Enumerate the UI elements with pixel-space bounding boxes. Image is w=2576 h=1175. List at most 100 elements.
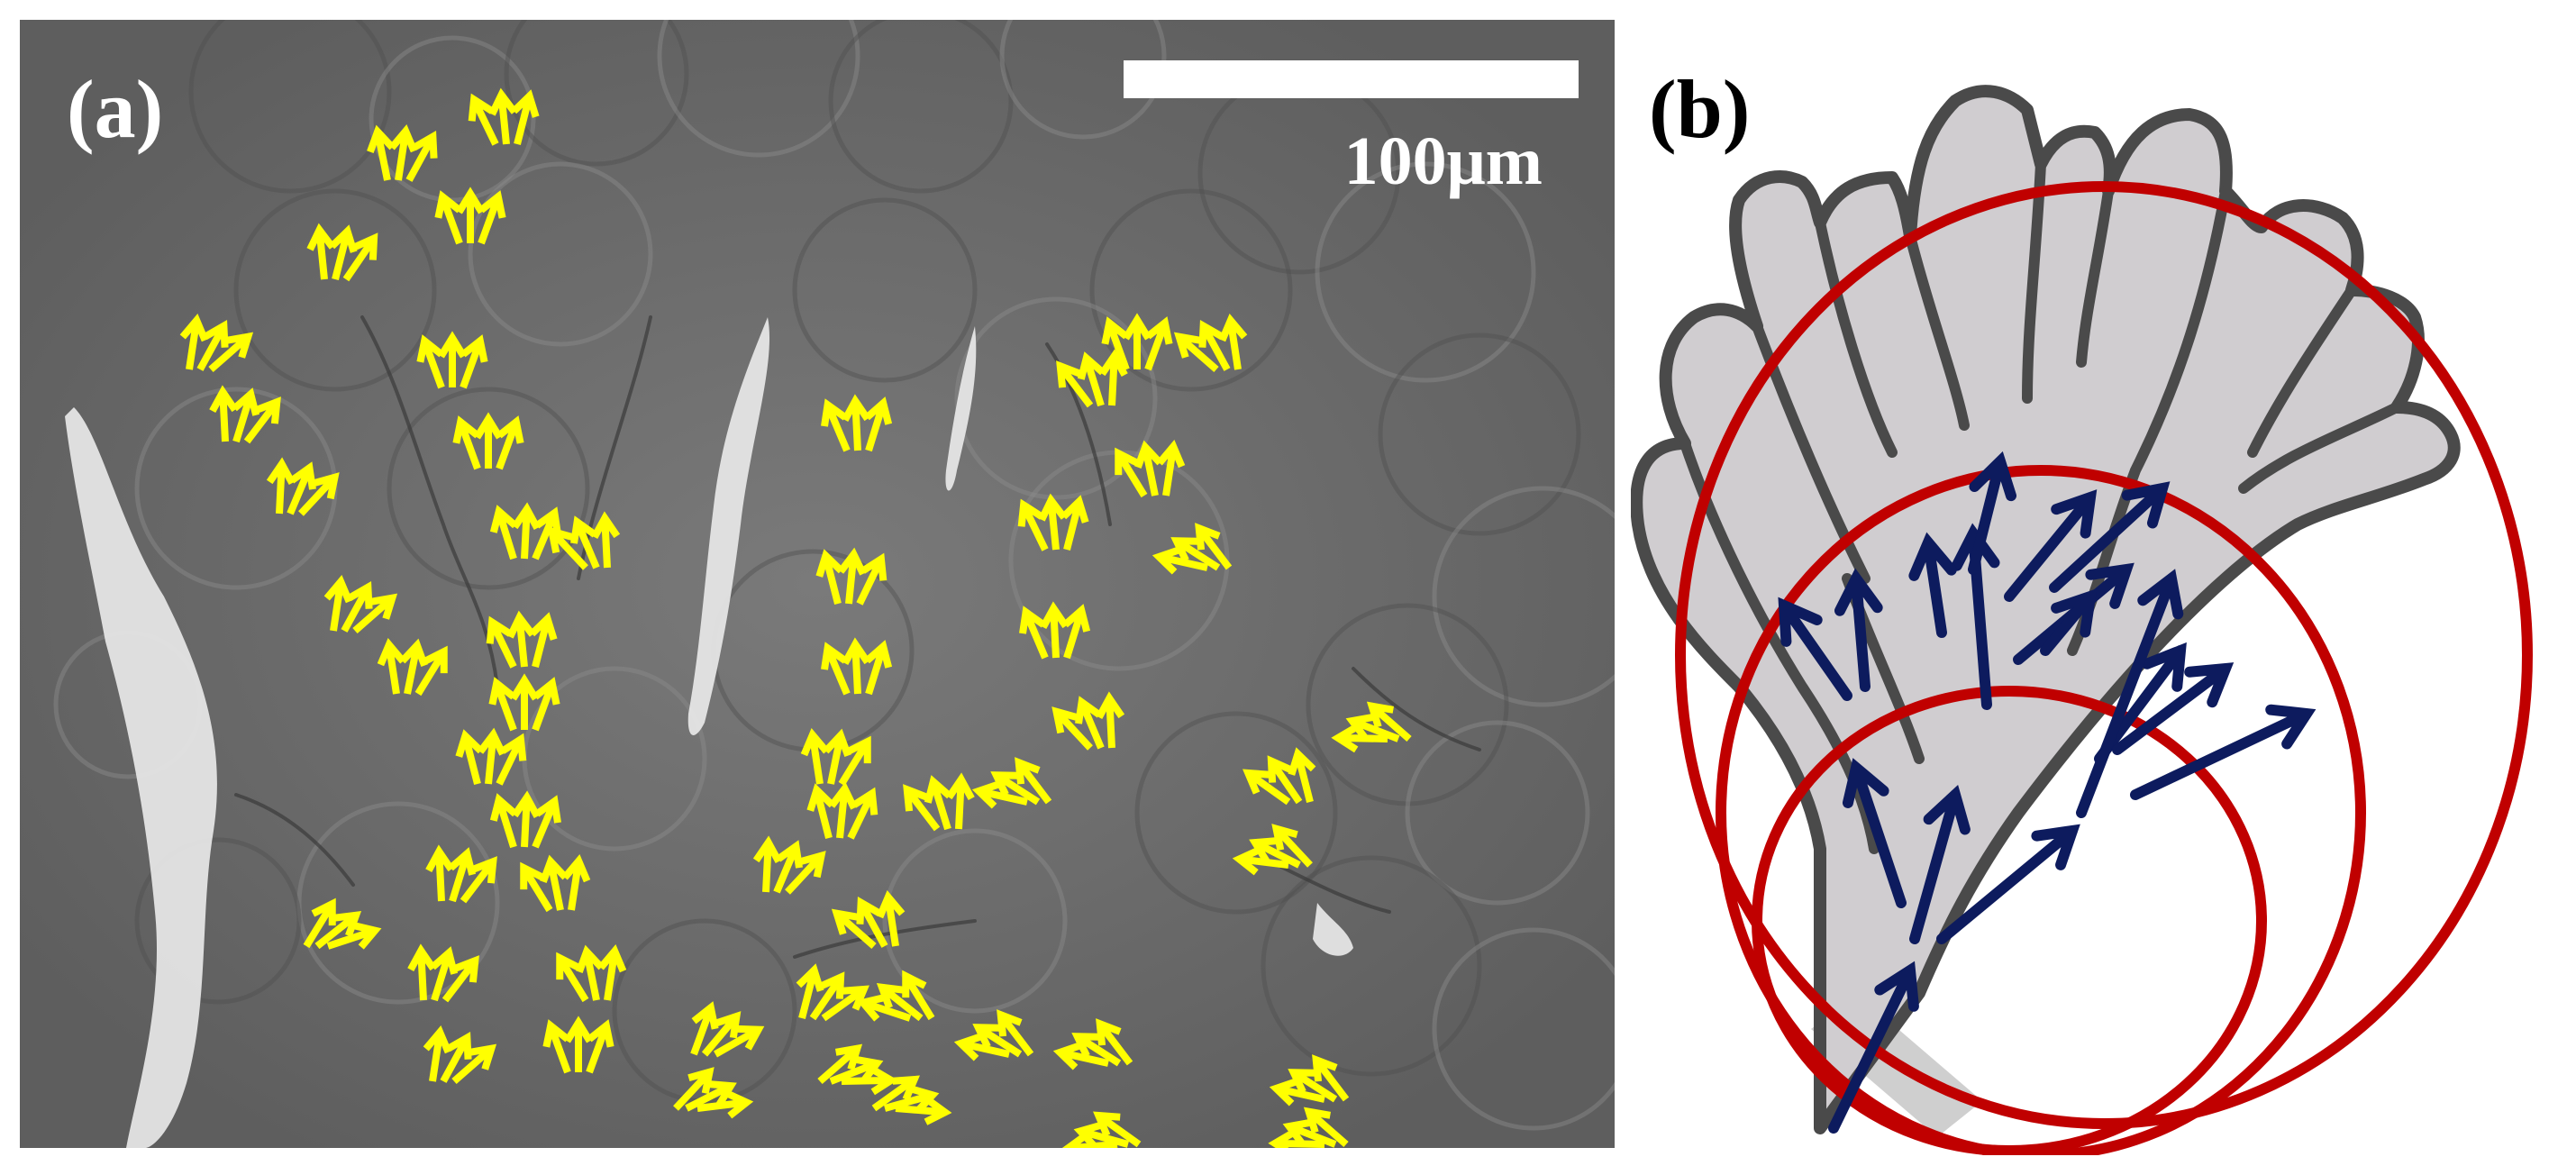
- yellow-arrow: [823, 728, 851, 785]
- panel-label-a: (a): [67, 63, 163, 155]
- red-circles: [1675, 181, 2533, 1155]
- yellow-arrow: [945, 772, 975, 830]
- yellow-arrow: [597, 944, 627, 1001]
- grain-lobe: [657, 20, 860, 158]
- navy-arrow: [2112, 662, 2235, 755]
- boundary-3: [1905, 231, 1970, 431]
- yellow-arrow: [1271, 824, 1313, 868]
- yellow-arrow: [460, 856, 497, 904]
- crack-line: [1279, 865, 1391, 914]
- yellow-arrow: [828, 781, 858, 839]
- grain-lobe: [1432, 486, 1615, 707]
- yellow-arrow: [399, 638, 428, 695]
- yellow-arrow: [895, 1096, 952, 1125]
- circle-medium: [1716, 465, 2366, 1155]
- yellow-arrow: [179, 314, 209, 370]
- yellow-arrow: [876, 983, 924, 1022]
- circle-small: [1752, 686, 2267, 1155]
- yellow-arrow: [460, 334, 488, 389]
- yellow-arrow: [298, 472, 340, 516]
- yellow-arrow: [1170, 537, 1221, 571]
- yellow-arrow: [1077, 351, 1106, 407]
- yellow-arrow: [477, 727, 506, 785]
- yellow-arrow: [831, 908, 877, 950]
- grain-lobe: [1378, 332, 1581, 536]
- yellow-arrow: [243, 396, 281, 444]
- yellow-arrow: [496, 733, 527, 786]
- yellow-arrow: [752, 835, 782, 893]
- yellow-arrow: [489, 505, 518, 560]
- yellow-arrow: [511, 502, 541, 560]
- yellow-arrow: [1071, 1033, 1122, 1067]
- grain-lobe: [828, 20, 1014, 194]
- yellow-arrow: [1123, 313, 1151, 369]
- yellow-arrow: [871, 1075, 920, 1112]
- yellow-arrow: [1096, 1018, 1133, 1066]
- yellow-arrow: [1282, 1118, 1337, 1148]
- yellow-arrow: [407, 943, 437, 1001]
- navy-arrow: [1828, 961, 1919, 1134]
- yellow-arrow: [821, 985, 869, 1022]
- yellow-arrow: [468, 93, 499, 146]
- yellow-arrow: [785, 851, 826, 895]
- grain-lobe: [387, 387, 590, 590]
- ridge-small: [1313, 903, 1353, 956]
- micrograph-panel-a: 100μm (a): [20, 20, 1615, 1148]
- yellow-arrow: [1288, 1069, 1338, 1103]
- yellow-arrow: [1312, 1054, 1350, 1102]
- yellow-arrow: [556, 952, 589, 1003]
- grain-lobe: [1432, 927, 1615, 1131]
- yellow-arrow: [864, 396, 893, 452]
- yellow-arrow: [1144, 316, 1173, 371]
- navy-arrow: [1834, 568, 1883, 692]
- boundary-2: [1815, 217, 1898, 458]
- navy-arrows: [1778, 451, 2317, 1134]
- yellow-arrow: [488, 87, 518, 145]
- yellow-arrow: [440, 1032, 472, 1083]
- micrograph-background: [20, 20, 1615, 1148]
- yellow-arrow: [529, 612, 558, 668]
- yellow-arrow: [864, 640, 893, 696]
- grain-lobe: [1261, 855, 1482, 1077]
- yellow-arrow: [542, 1019, 571, 1074]
- yellow-arrow: [1198, 320, 1231, 371]
- yellow-arrow: [441, 955, 479, 1003]
- yellow-arrow: [1269, 1078, 1325, 1107]
- grain-lobe: [1089, 188, 1293, 392]
- grain-lobe: [882, 828, 1068, 1014]
- grain-lobe: [233, 188, 437, 392]
- yellow-arrow: [388, 124, 418, 181]
- yellow-arrow: [997, 1009, 1034, 1057]
- yellow-arrow: [953, 1033, 1010, 1061]
- navy-arrow: [1936, 824, 2080, 944]
- yellow-arrow: [1173, 332, 1219, 373]
- yellow-arrow: [511, 790, 541, 848]
- navy-arrow: [2076, 569, 2184, 818]
- yellow-arrow: [329, 224, 358, 280]
- grain-lobe: [792, 197, 978, 383]
- yellow-arrow: [1051, 706, 1093, 751]
- yellow-arrow: [815, 549, 844, 605]
- yellow-arrow: [342, 232, 378, 282]
- yellow-arrow: [532, 795, 561, 849]
- yellow-arrow: [314, 911, 362, 950]
- yellow-arrow: [673, 1067, 715, 1111]
- yellow-arrow: [266, 457, 296, 515]
- yellow-arrow: [883, 1085, 940, 1114]
- yellow-arrow: [1052, 1042, 1109, 1070]
- yellow-arrow: [1134, 440, 1163, 496]
- yellow-arrow: [323, 575, 353, 632]
- grain-lobe: [468, 161, 653, 347]
- yellow-arrow: [924, 775, 952, 831]
- yellow-arrow: [352, 593, 398, 634]
- yellow-arrow: [701, 1011, 742, 1057]
- yellow-arrow: [576, 944, 605, 1001]
- yellow-arrow: [506, 610, 536, 668]
- yellow-arrow: [773, 840, 803, 894]
- navy-arrow: [1908, 532, 1957, 638]
- yellow-arrow: [1151, 546, 1208, 575]
- yellow-arrow: [1218, 314, 1248, 370]
- yellow-arrow: [496, 415, 524, 470]
- grain-lobe: [134, 837, 302, 1005]
- yellow-arrow: [1098, 349, 1128, 406]
